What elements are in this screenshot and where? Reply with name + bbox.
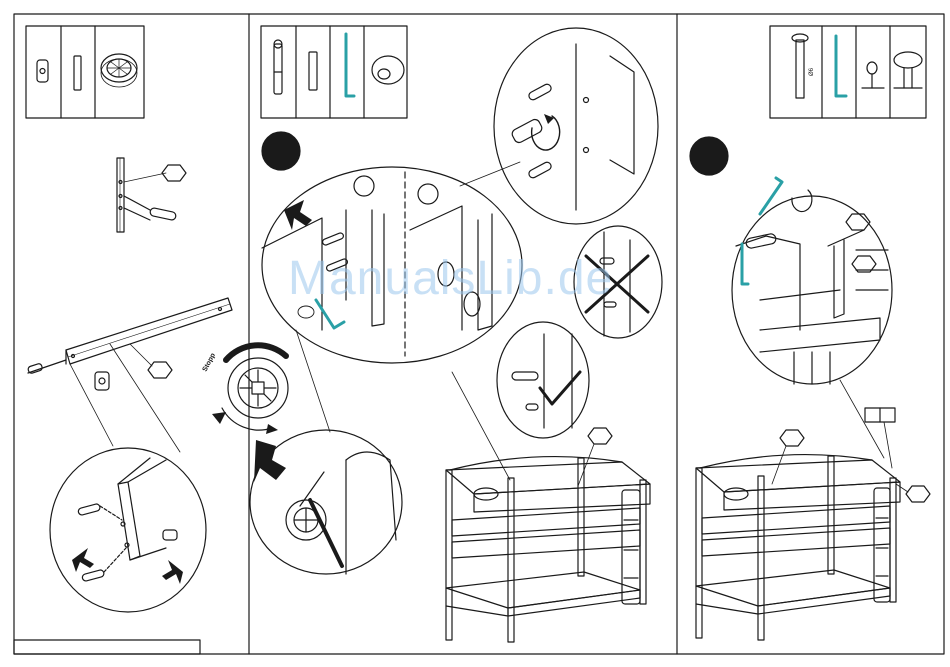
- correct-assembly-detail: [497, 322, 589, 438]
- cam-lock-icon: [101, 54, 137, 87]
- frame-hex-marker-3: [906, 486, 930, 502]
- center-top-detail: [494, 28, 658, 224]
- parts-box-right: Ø6: [770, 26, 926, 118]
- allen-key-icon-2: [836, 36, 846, 96]
- rotate-arrow-icon: [254, 440, 286, 482]
- dowel-icon: [74, 56, 81, 90]
- pin-dimension: Ø6: [809, 67, 815, 76]
- stopp-label: Stopp: [202, 352, 217, 373]
- push-arrow-icon-2: [162, 560, 183, 584]
- detail-hex-marker-1: [846, 214, 870, 230]
- cam-bolt-icon: [274, 40, 282, 94]
- dowel-icon-2: [309, 52, 317, 90]
- footer-box: [14, 640, 200, 654]
- small-pin-icon: [862, 62, 884, 88]
- barrel-nut-icon: [37, 60, 48, 82]
- center-panel: Stopp: [202, 26, 662, 642]
- page-frame: [14, 14, 944, 654]
- bed-frame-center: [446, 372, 650, 642]
- left-detail-circle: [50, 448, 206, 612]
- cam-rotation-illustration: Stopp: [202, 345, 288, 434]
- rail-hex-marker: [148, 362, 172, 378]
- center-bottom-detail: [250, 330, 402, 574]
- mushroom-cap-icon: [894, 52, 922, 88]
- allen-key-icon: [346, 34, 354, 96]
- left-panel: [26, 26, 232, 612]
- long-rail: [27, 298, 232, 452]
- bolt-icon: Ø6: [792, 34, 815, 98]
- parts-box-center: [261, 26, 407, 118]
- right-large-detail: [732, 178, 892, 384]
- frame-hex-marker: [588, 428, 612, 444]
- right-panel: Ø6: [690, 26, 930, 640]
- parts-box-left: [26, 26, 144, 118]
- barrel-nut-part: [95, 372, 109, 390]
- push-arrow-icon: [72, 548, 94, 572]
- step-badge-right: [690, 137, 728, 175]
- side-post-with-dowels: [117, 158, 186, 232]
- step-badge-center: [262, 132, 300, 170]
- frame-hex-marker-2: [780, 430, 804, 446]
- watermark: ManualsLib.de: [288, 251, 613, 306]
- cap-icon: [372, 56, 404, 84]
